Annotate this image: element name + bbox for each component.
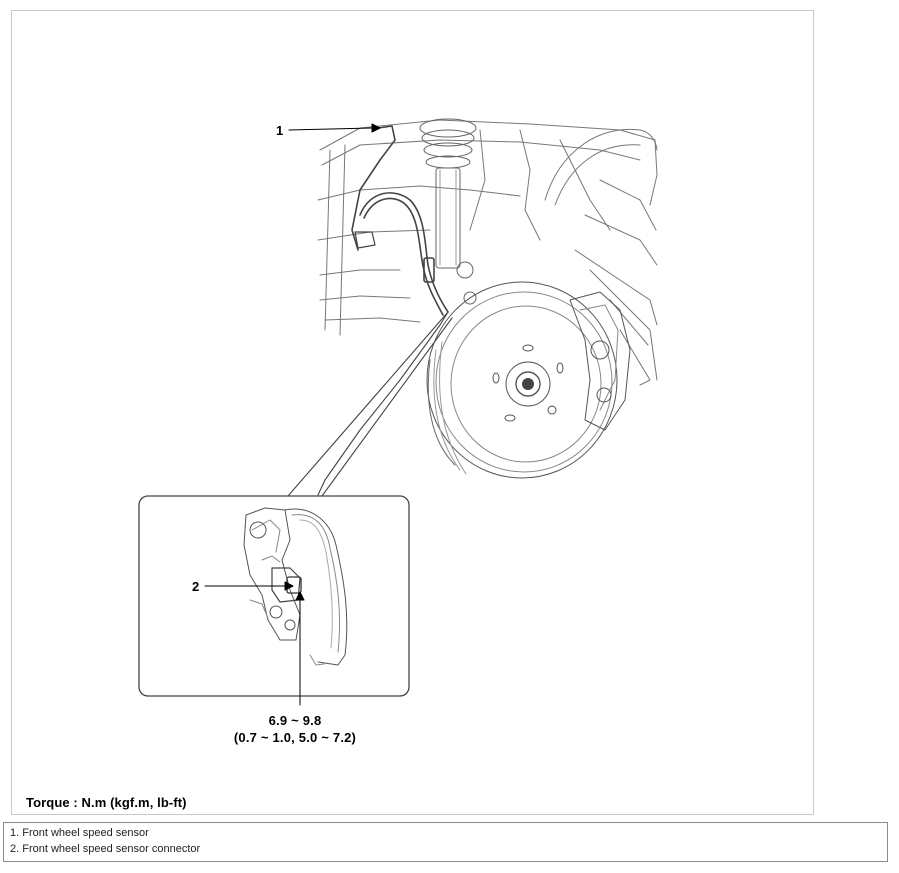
parts-legend: 1. Front wheel speed sensor 2. Front whe…: [3, 822, 888, 862]
legend-item-front-wheel-speed-sensor-connector: 2. Front wheel speed sensor connector: [10, 843, 201, 855]
brake-caliper: [569, 291, 631, 431]
legend-item-front-wheel-speed-sensor: 1. Front wheel speed sensor: [10, 827, 149, 839]
callout-1-label: 1: [276, 123, 284, 138]
wheel-arch: [544, 128, 658, 386]
callout-2-label: 2: [192, 579, 200, 594]
torque-spec: 6.9 ~ 9.8 (0.7 ~ 1.0, 5.0 ~ 7.2): [195, 712, 395, 746]
torque-spec-value: 6.9 ~ 9.8: [268, 713, 322, 728]
torque-units-note: Torque : N.m (kgf.m, lb-ft): [26, 795, 187, 810]
strut-assembly: [419, 118, 477, 305]
speed-sensor-cable: [317, 125, 449, 496]
brake-disc: [426, 281, 618, 479]
detail-inset: [138, 311, 453, 697]
strut-tower-structure: [317, 119, 658, 336]
callout-leaders: [204, 123, 381, 706]
torque-spec-alt-units: (0.7 ~ 1.0, 5.0 ~ 7.2): [233, 730, 357, 745]
